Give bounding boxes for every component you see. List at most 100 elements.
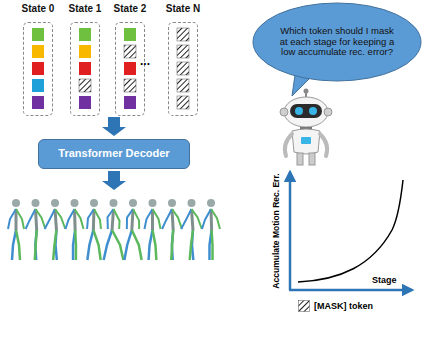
dashed-column [23,22,53,116]
head [110,199,118,207]
motion-figure [124,199,141,260]
arm [55,209,65,229]
leg [132,230,142,260]
motion-figures [8,199,220,260]
arm [75,209,84,229]
arm [114,209,120,229]
leg [104,230,112,260]
token [124,96,136,109]
dashed-column [168,22,198,116]
arm [162,209,172,229]
leg [112,230,123,260]
token [32,62,44,75]
token [124,45,136,58]
leg [35,230,36,260]
leg [209,230,211,260]
axis-label: Accumulate Motion Rec. Err. [271,173,281,288]
head [12,199,20,207]
state-column: State 0 [16,3,60,117]
arm [94,209,101,229]
leg [153,230,157,260]
state-heading: State N [155,3,211,15]
head [32,199,40,207]
token [32,45,44,58]
head [90,199,98,207]
leg [35,230,37,260]
leg [124,230,131,260]
arm [87,209,94,229]
arm [153,209,161,229]
legend-text: [MASK] token [314,301,373,311]
token [32,96,44,109]
dashed-column [115,22,145,116]
state-column: State 1 [63,3,107,117]
motion-figure [26,199,46,260]
state-heading: State 0 [10,3,66,15]
motion-figure [144,199,160,260]
leg [12,230,16,260]
leg [172,230,173,260]
legend-swatch [298,300,310,312]
bubble-text: Which token should I mask at each stage … [278,26,396,59]
arm [144,209,152,229]
token [79,62,91,75]
token [79,28,91,41]
motion-figure [162,199,182,260]
head [188,199,196,207]
state-heading: State 1 [57,3,113,15]
token [177,79,189,92]
leg [93,230,100,260]
arm [172,209,182,229]
mask-sample [299,301,310,312]
motion-figure [202,199,220,260]
x-axis [289,289,412,292]
motion-figure [8,199,24,260]
arm [127,209,133,229]
leg [16,230,20,260]
down-arrow [102,171,126,190]
head [149,199,157,207]
leg [53,230,56,260]
state-column: State N [161,3,205,117]
arm [8,209,16,229]
leg [74,230,77,260]
token [79,79,91,92]
token [79,96,91,109]
token [177,45,189,58]
dashed-column [70,22,100,116]
arm [192,209,202,229]
motion-figure [87,199,101,260]
token [177,28,189,41]
token [124,79,136,92]
robot [280,89,332,166]
arm [181,209,191,229]
head [71,199,79,207]
token [124,62,136,75]
head [168,199,176,207]
arm [133,209,139,229]
ellipsis: ... [140,54,150,68]
head [129,199,137,207]
error-curve [298,180,403,282]
leg [149,230,153,260]
token [124,28,136,41]
token-grid [32,28,189,109]
arm [202,209,211,229]
y-axis [289,172,292,290]
leg [87,230,93,260]
state-heading: State 2 [102,3,158,15]
motion-figure [181,199,202,260]
arm [65,209,74,229]
arm [45,209,55,229]
leg [210,230,213,260]
motion-figure [104,199,124,260]
bubble-ellipse [253,3,421,81]
legend-item: [MASK] token [298,300,373,312]
token [177,96,189,109]
arm [108,209,114,229]
arm [16,209,24,229]
process-box: Transformer Decoder [38,139,190,169]
leg [190,230,193,260]
speech-bubble: Which token should I mask at each stage … [252,2,422,82]
leg [73,230,75,260]
